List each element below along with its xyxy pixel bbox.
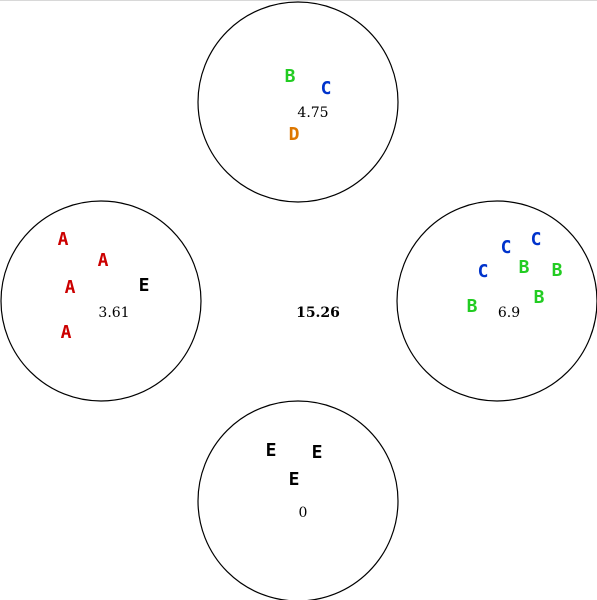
cluster-score: 0	[299, 505, 308, 521]
item-label: A	[61, 322, 72, 343]
item-label: B	[552, 260, 563, 281]
item-label: A	[58, 229, 69, 250]
item-label: C	[531, 229, 542, 250]
cluster-top: B C D 4.75	[197, 1, 399, 203]
cluster-circle	[197, 1, 399, 203]
item-label: D	[289, 124, 300, 145]
cluster-circle	[396, 200, 597, 402]
total-score: 15.26	[296, 305, 340, 321]
item-label: B	[519, 257, 530, 278]
cluster-left: A A A A E 3.61	[0, 200, 202, 402]
item-label: E	[289, 469, 300, 490]
item-label: B	[467, 296, 478, 317]
cluster-circle	[197, 400, 399, 600]
item-label: B	[285, 66, 296, 87]
item-label: E	[312, 442, 323, 463]
item-label: C	[501, 237, 512, 258]
item-label: E	[266, 440, 277, 461]
item-label: C	[478, 261, 489, 282]
item-label: B	[534, 287, 545, 308]
cluster-score: 3.61	[98, 305, 129, 321]
item-label: E	[139, 275, 150, 296]
item-label: C	[321, 78, 332, 99]
cluster-score: 4.75	[297, 105, 328, 121]
cluster-score: 6.9	[498, 305, 520, 321]
item-label: A	[65, 277, 76, 298]
item-label: A	[98, 250, 109, 271]
cluster-circle	[0, 200, 202, 402]
top-divider	[0, 0, 597, 1]
